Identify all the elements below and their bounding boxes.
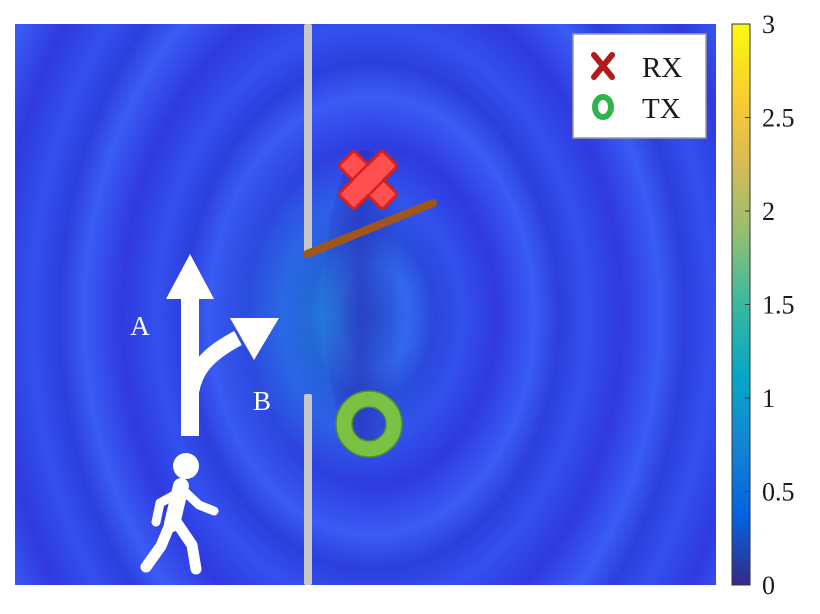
colorbar-tick-label: 3 [762, 10, 775, 39]
legend: RX TX [572, 33, 707, 139]
walking-person-icon [140, 453, 219, 575]
reflector-bar [303, 199, 437, 258]
legend-label-rx: RX [642, 52, 682, 84]
colorbar-tick-label: 2.5 [762, 104, 795, 133]
colorbar-tick-label: 0 [762, 571, 775, 600]
colorbar-tick-label: 0.5 [762, 478, 795, 507]
colorbar-tick-label: 2 [762, 197, 775, 226]
arrow-up-right-icon [182, 318, 279, 406]
route-label-b: B [253, 386, 271, 416]
legend-item-tx: TX [592, 93, 681, 125]
route-arrows [166, 254, 279, 436]
route-label-a: A [130, 311, 150, 341]
wall [304, 24, 312, 585]
rx-x-cross-icon [338, 150, 398, 210]
legend-x-cross-icon [591, 52, 615, 80]
colorbar: 0 0.5 1 1.5 2 2.5 3 [731, 10, 795, 600]
legend-label-tx: TX [642, 93, 681, 125]
colorbar-ticks [745, 23, 750, 586]
legend-item-rx: RX [591, 52, 682, 84]
tx-ring-icon [335, 390, 403, 458]
colorbar-tick-label: 1 [762, 384, 775, 413]
legend-ring-icon [592, 94, 614, 120]
colorbar-tick-label: 1.5 [762, 291, 795, 320]
colorbar-tick-labels: 0 0.5 1 1.5 2 2.5 3 [762, 10, 795, 600]
